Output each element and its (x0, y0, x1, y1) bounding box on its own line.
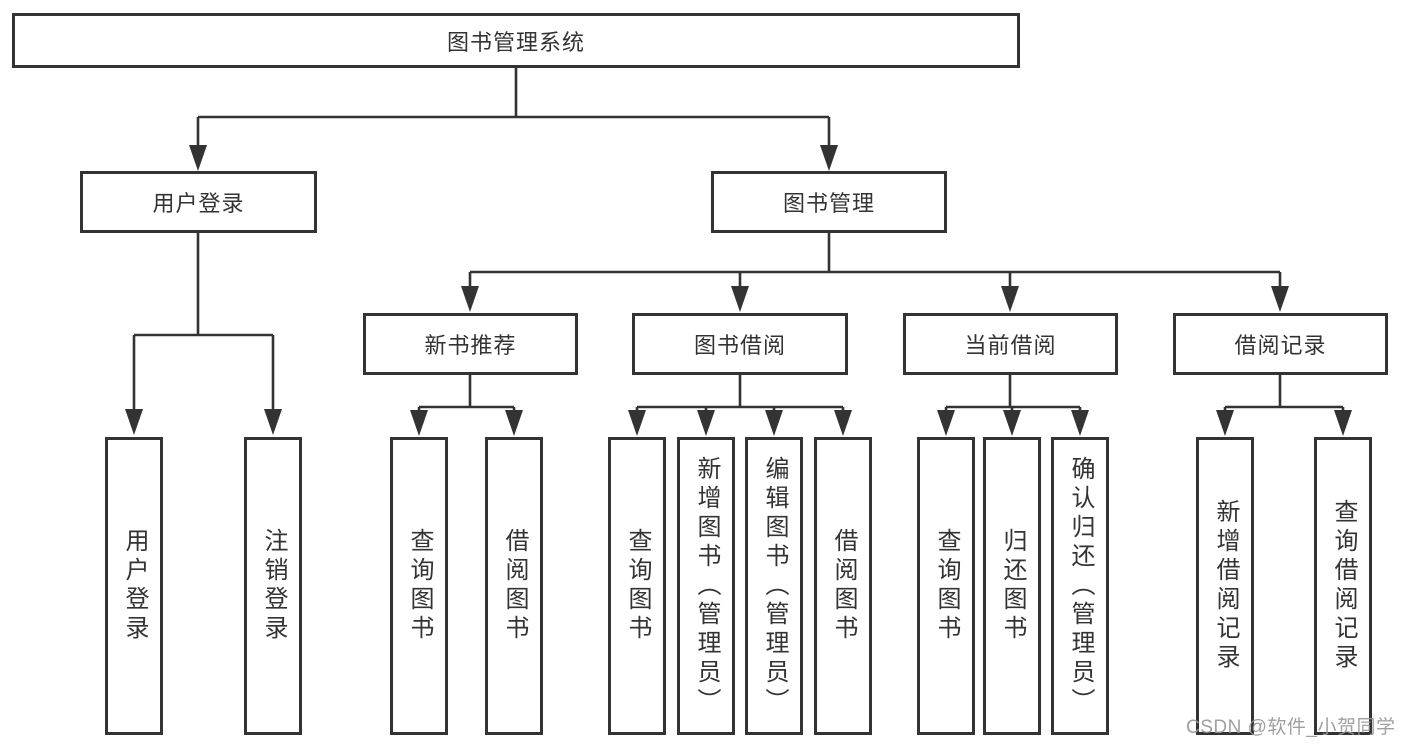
leaf-cb-confirm-return-admin: 确认归还（管理员） (1051, 437, 1109, 735)
leaf-cb-return-book: 归还图书 (983, 437, 1041, 735)
node-user-login: 用户登录 (80, 171, 317, 233)
leaf-br-query-record: 查询借阅记录 (1314, 437, 1372, 735)
arrowheads (125, 145, 1352, 436)
leaf-br-add-record: 新增借阅记录 (1196, 437, 1254, 735)
node-book-management: 图书管理 (711, 171, 947, 233)
csdn-watermark: CSDN @软件_小贺同学 (1186, 717, 1396, 738)
leaf-user-login: 用户登录 (105, 437, 163, 735)
leaf-bb-query-book: 查询图书 (608, 437, 666, 735)
leaf-nbr-borrow-book: 借阅图书 (485, 437, 543, 735)
node-new-book-recommend: 新书推荐 (363, 313, 578, 375)
node-book-borrow: 图书借阅 (632, 313, 848, 375)
leaf-cb-query-book: 查询图书 (917, 437, 975, 735)
leaf-bb-edit-book-admin: 编辑图书（管理员） (745, 437, 803, 735)
leaf-bb-add-book-admin: 新增图书（管理员） (677, 437, 735, 735)
node-borrow-record: 借阅记录 (1173, 313, 1388, 375)
leaf-bb-borrow-book: 借阅图书 (814, 437, 872, 735)
leaf-logout: 注销登录 (244, 437, 302, 735)
node-root: 图书管理系统 (12, 13, 1020, 68)
node-current-borrow: 当前借阅 (903, 313, 1118, 375)
leaf-nbr-query-book: 查询图书 (390, 437, 448, 735)
